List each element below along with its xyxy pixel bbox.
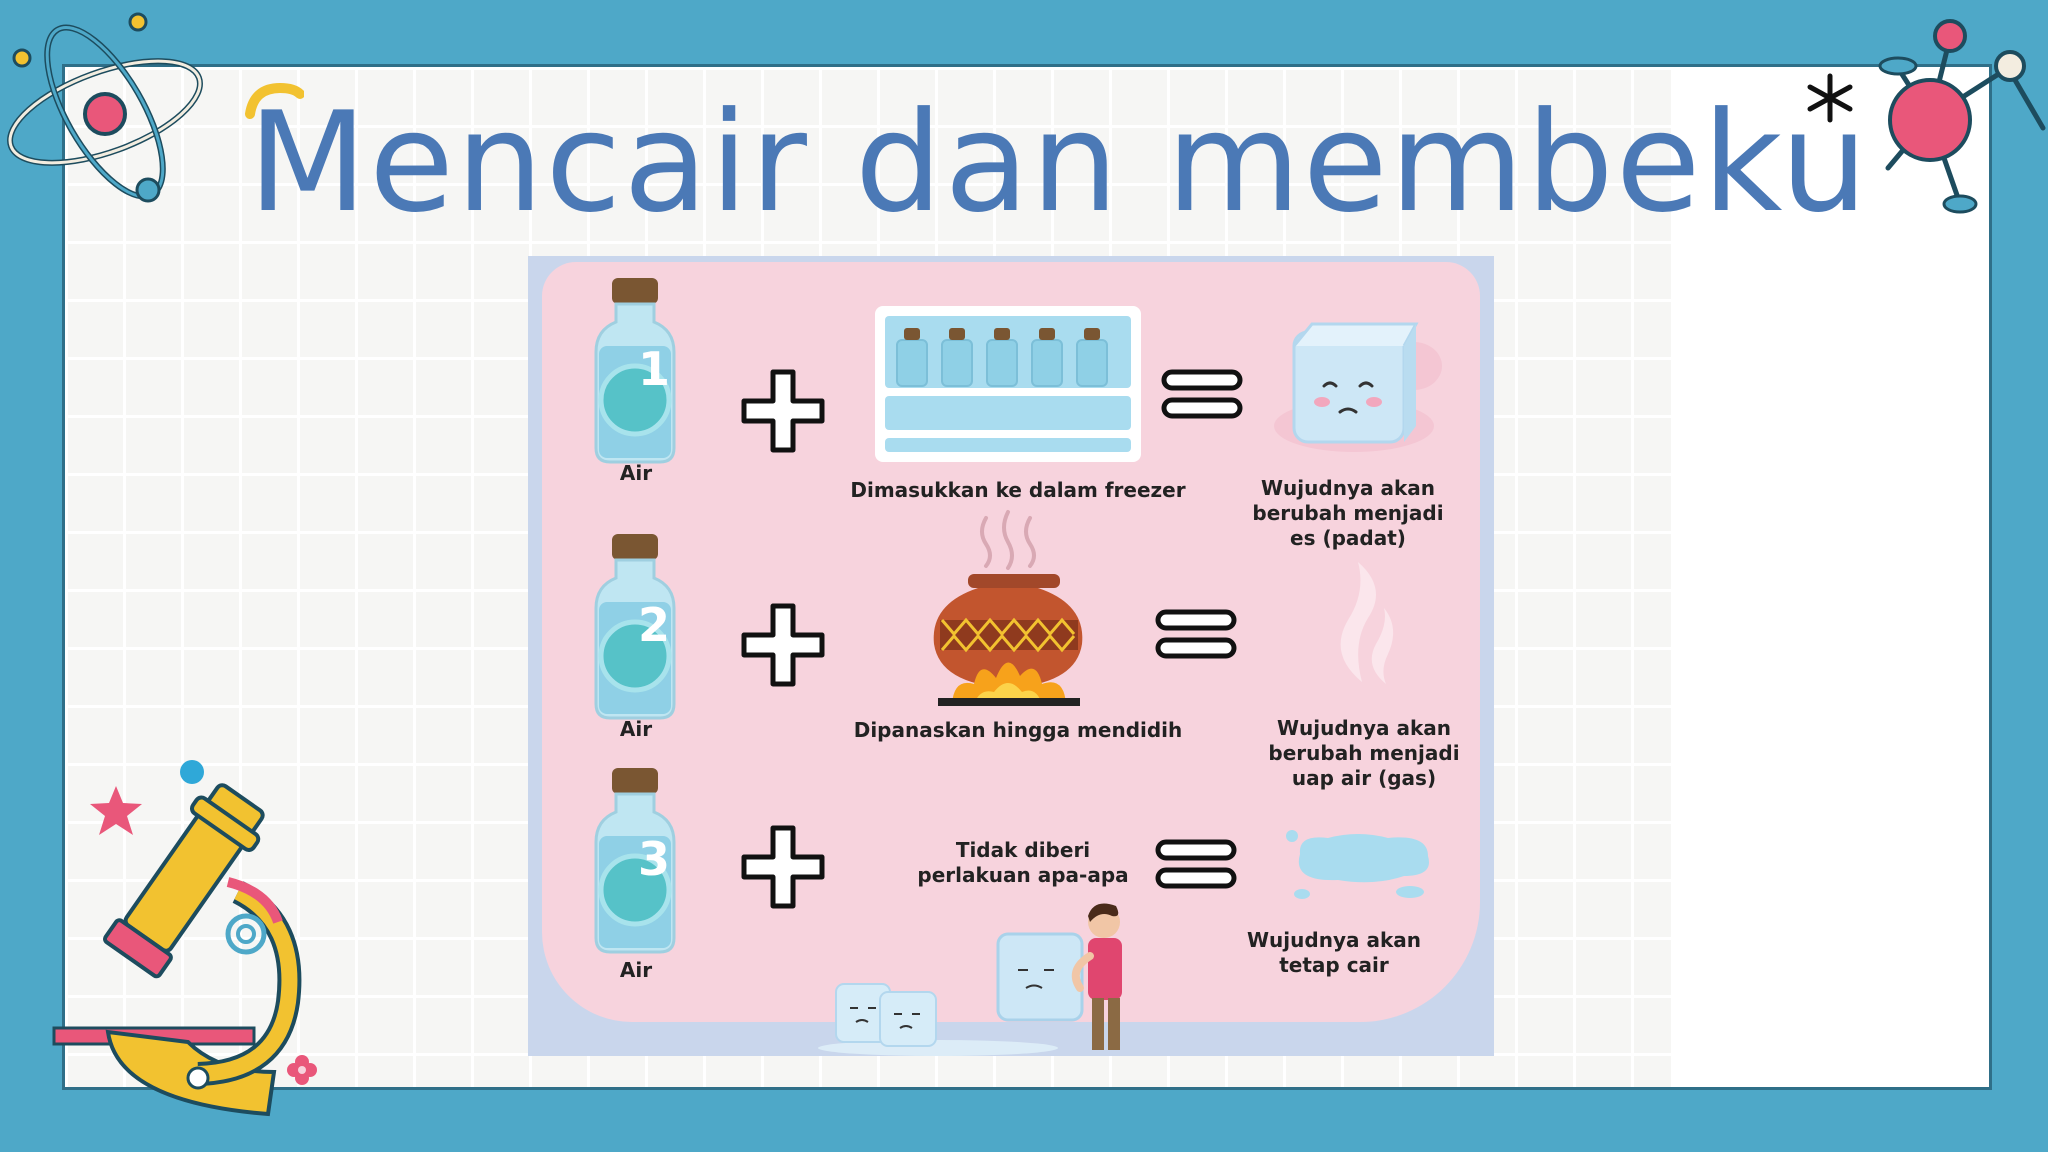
action-label-2: Dipanaskan hingga mendidih	[853, 718, 1183, 742]
result-2-line-1: Wujudnya akan	[1277, 716, 1451, 740]
freezer-icon	[875, 306, 1141, 462]
result-1-line-2: berubah menjadi	[1252, 501, 1444, 525]
microscope-icon	[52, 783, 302, 1117]
flower-icon	[287, 1055, 317, 1085]
action-text-3: Tidak diberi perlakuan apa-apa	[858, 838, 1188, 888]
action-3-line-2: perlakuan apa-apa	[917, 863, 1129, 887]
bottle-number-3: 3	[637, 832, 670, 886]
equals-icon	[1155, 839, 1237, 889]
arc-accent-icon	[245, 82, 304, 119]
result-3-line-2: tetap cair	[1279, 953, 1389, 977]
atom-icon	[7, 12, 203, 203]
molecule-icon	[1878, 19, 2046, 214]
steam-icon	[1340, 562, 1394, 684]
result-3-line-1: Wujudnya akan	[1247, 928, 1421, 952]
bottle-number-1: 1	[637, 342, 670, 396]
water-puddle-icon	[1286, 830, 1429, 899]
clay-pot-on-fire-icon	[933, 510, 1083, 706]
asterisk-icon	[1807, 73, 1853, 123]
result-2-line-2: berubah menjadi	[1268, 741, 1460, 765]
water-bottle-icon	[594, 768, 676, 954]
plus-icon	[741, 603, 825, 687]
result-text-3: Wujudnya akan tetap cair	[1214, 928, 1454, 978]
bottle-label-1: Air	[619, 461, 653, 485]
bottle-label-3: Air	[619, 958, 653, 982]
result-text-1: Wujudnya akan berubah menjadi es (padat)	[1228, 476, 1468, 551]
plus-icon	[741, 369, 825, 453]
result-2-line-3: uap air (gas)	[1291, 766, 1437, 790]
result-text-2: Wujudnya akan berubah menjadi uap air (g…	[1244, 716, 1484, 791]
action-3-line-1: Tidak diberi	[955, 838, 1091, 862]
result-1-line-1: Wujudnya akan	[1261, 476, 1435, 500]
dot-accent-icon	[180, 760, 204, 784]
equals-icon	[1155, 609, 1237, 659]
result-1-line-3: es (padat)	[1290, 526, 1406, 550]
person-with-ice-cube-icon	[818, 903, 1122, 1056]
slide-title: Mencair dan membeku	[248, 82, 1870, 243]
infographic-panel: 1 Air Dimasukkan ke dalam freezer	[528, 256, 1494, 1056]
ice-cube-icon	[1274, 322, 1442, 452]
equals-icon	[1161, 369, 1243, 419]
water-bottle-icon	[594, 278, 676, 464]
action-label-1: Dimasukkan ke dalam freezer	[850, 478, 1186, 502]
bottle-number-2: 2	[637, 598, 670, 652]
water-bottle-icon	[594, 534, 676, 720]
plus-icon	[741, 825, 825, 909]
bottle-label-2: Air	[619, 717, 653, 741]
star-icon	[90, 786, 142, 835]
